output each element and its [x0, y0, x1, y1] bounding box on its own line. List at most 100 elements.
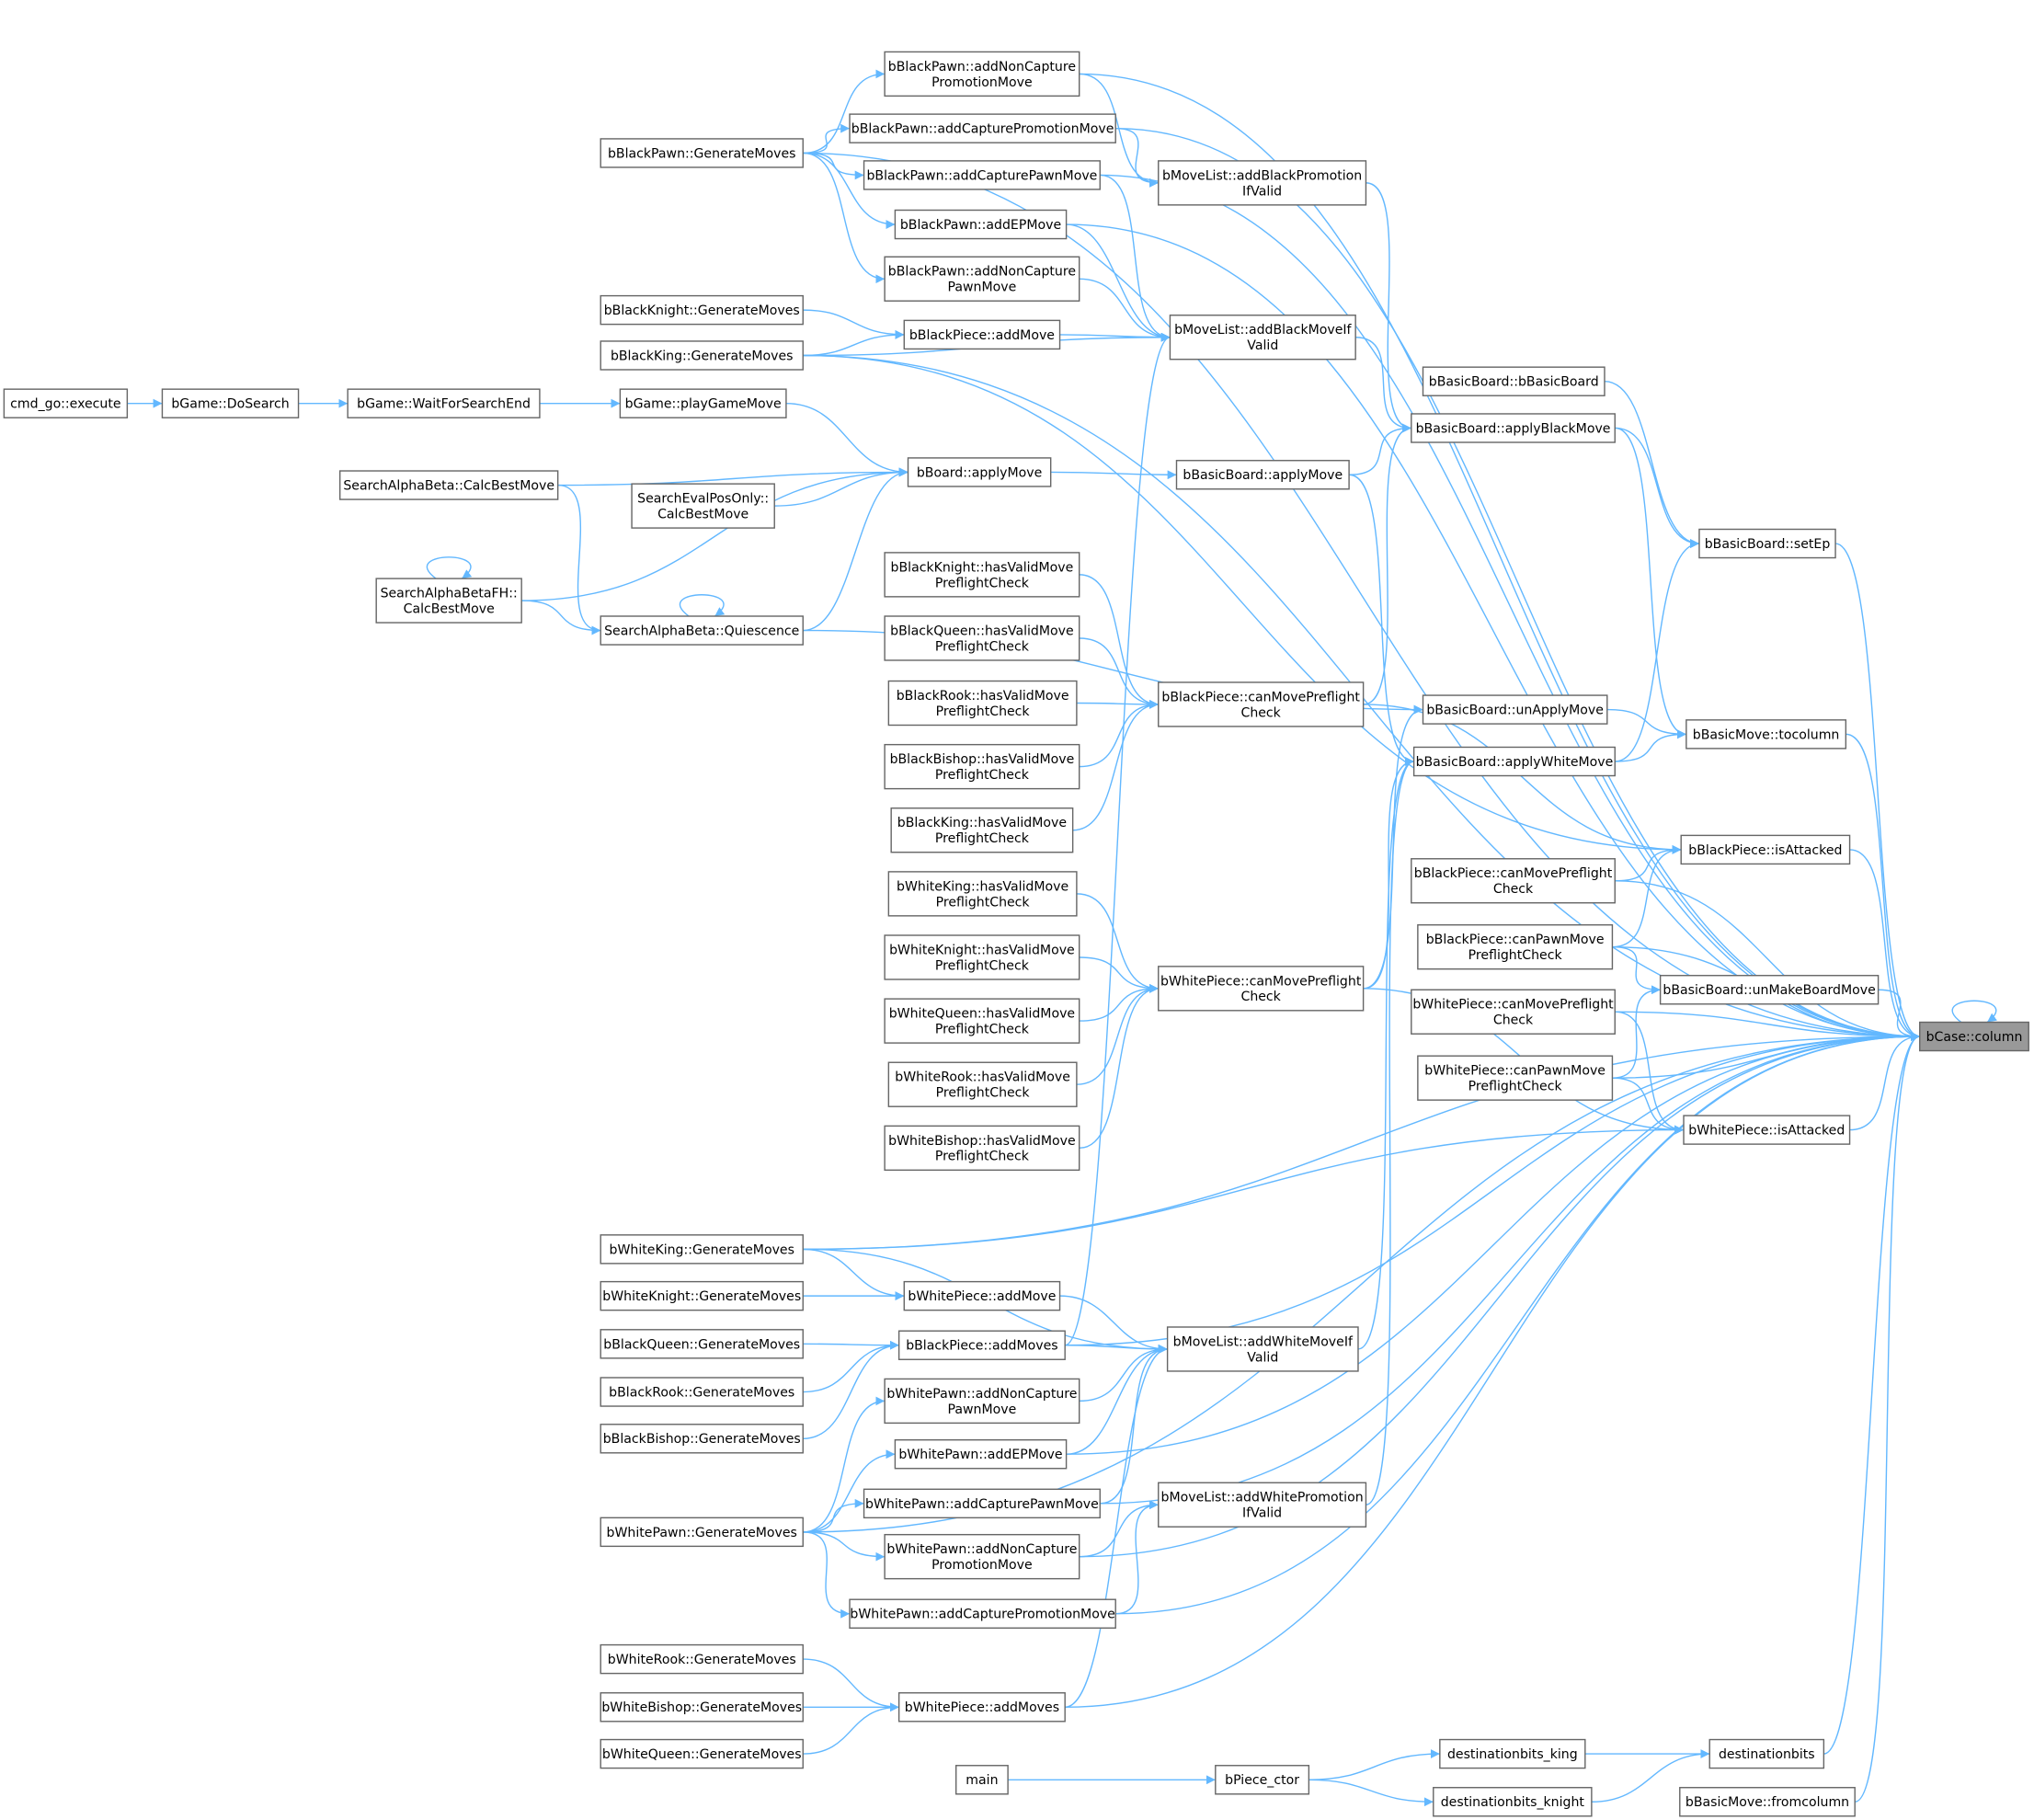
- node-bwhitepawn-addepmove[interactable]: bWhitePawn::addEPMove: [894, 1439, 1068, 1470]
- call-edge: [1115, 1500, 1159, 1615]
- node-destinationbits-king[interactable]: destinationbits_king: [1439, 1738, 1586, 1769]
- node-bwhitebishop-generatemoves[interactable]: bWhiteBishop::GenerateMoves: [600, 1692, 804, 1723]
- call-edge: [1612, 844, 1682, 948]
- node-bwhitepawn-addcapturepromotionmove[interactable]: bWhitePawn::addCapturePromotionMove: [849, 1598, 1116, 1629]
- call-edge: [1076, 983, 1159, 1085]
- node-bbasicmove-tocolumn[interactable]: bBasicMove::tocolumn: [1685, 719, 1847, 750]
- node-bbasicboard-unapplymove[interactable]: bBasicBoard::unApplyMove: [1422, 694, 1608, 725]
- node-label: bGame::playGameMove: [625, 397, 782, 412]
- node-bblackpiece-addmove[interactable]: bBlackPiece::addMove: [903, 319, 1061, 350]
- node-cmd-go-execute[interactable]: cmd_go::execute: [3, 388, 129, 418]
- node-label: bBlackPiece::addMove: [909, 328, 1055, 343]
- node-bblackpawn-addepmove[interactable]: bBlackPawn::addEPMove: [894, 209, 1068, 240]
- node-bboard-applymove[interactable]: bBoard::applyMove: [907, 457, 1052, 487]
- node-bblackpawn-addcapturepawnmove[interactable]: bBlackPawn::addCapturePawnMove: [863, 160, 1101, 190]
- node-label: CalcBestMove: [657, 508, 748, 522]
- call-edge: [803, 329, 905, 357]
- node-bblackpiece-addmoves[interactable]: bBlackPiece::addMoves: [897, 1330, 1066, 1360]
- node-box: [347, 388, 541, 418]
- node-bwhitepawn-addcapturepawnmove[interactable]: bWhitePawn::addCapturePawnMove: [863, 1488, 1101, 1519]
- node-bcase-column[interactable]: bCase::column: [1919, 1021, 2029, 1052]
- node-label: Check: [1241, 705, 1282, 720]
- node-bwhiteknight-generatemoves[interactable]: bWhiteKnight::GenerateMoves: [600, 1280, 804, 1311]
- call-edge: [1115, 127, 1159, 188]
- node-label: bGame::DoSearch: [171, 397, 289, 412]
- node-bbasicboard-applywhitemove[interactable]: bBasicBoard::applyWhiteMove: [1412, 746, 1616, 777]
- node-bwhitepiece-addmove[interactable]: bWhitePiece::addMove: [903, 1280, 1061, 1311]
- node-bpiece-ctor[interactable]: bPiece_ctor: [1215, 1765, 1310, 1795]
- node-bblackqueen-generatemoves[interactable]: bBlackQueen::GenerateMoves: [600, 1329, 804, 1359]
- node-box: [1215, 1765, 1310, 1795]
- node-searchevalposonly-calcbestmove[interactable]: SearchEvalPosOnly::CalcBestMove: [631, 483, 775, 529]
- call-edge: [1615, 880, 1920, 1041]
- node-bwhiteking-generatemoves[interactable]: bWhiteKing::GenerateMoves: [600, 1234, 804, 1265]
- node-bblackrook-generatemoves[interactable]: bBlackRook::GenerateMoves: [600, 1377, 804, 1407]
- node-bgame-playgamemove[interactable]: bGame::playGameMove: [619, 388, 787, 418]
- node-label: bWhiteQueen::GenerateMoves: [602, 1747, 802, 1762]
- node-bwhiterook-generatemoves[interactable]: bWhiteRook::GenerateMoves: [600, 1643, 804, 1675]
- node-bblackking-generatemoves[interactable]: bBlackKing::GenerateMoves: [600, 340, 804, 371]
- node-bwhitepiece-isattacked[interactable]: bWhitePiece::isAttacked: [1683, 1115, 1851, 1145]
- node-destinationbits[interactable]: destinationbits: [1708, 1738, 1825, 1769]
- node-bblackknight-generatemoves[interactable]: bBlackKnight::GenerateMoves: [600, 294, 804, 326]
- node-bwhitequeen-generatemoves[interactable]: bWhiteQueen::GenerateMoves: [600, 1738, 804, 1769]
- node-bblackpawn-addcapturepromotionmove[interactable]: bBlackPawn::addCapturePromotionMove: [849, 113, 1116, 143]
- node-bbasicboard-applyblackmove[interactable]: bBasicBoard::applyBlackMove: [1411, 413, 1616, 443]
- node-bbasicboard-unmakeboardmove[interactable]: bBasicBoard::unMakeBoardMove: [1659, 975, 1880, 1005]
- node-label: bBlackPawn::addCapturePawnMove: [866, 168, 1097, 183]
- call-edge: [1363, 704, 1423, 990]
- node-bblackbishop-generatemoves[interactable]: bBlackBishop::GenerateMoves: [600, 1424, 804, 1454]
- node-label: bCase::column: [1926, 1030, 2023, 1045]
- call-edge: [1615, 1011, 1920, 1041]
- node-searchalphabeta-quiescence[interactable]: SearchAlphaBeta::Quiescence: [600, 615, 804, 646]
- node-searchalphabetafh-calcbestmove[interactable]: SearchAlphaBetaFH::CalcBestMove: [375, 578, 522, 624]
- node-label: Valid: [1247, 1350, 1278, 1365]
- call-edge: [1079, 956, 1159, 993]
- node-bbasicboard-applymove[interactable]: bBasicBoard::applyMove: [1175, 460, 1350, 490]
- node-destinationbits-knight[interactable]: destinationbits_knight: [1433, 1787, 1593, 1817]
- node-label: PreflightCheck: [1468, 1080, 1563, 1094]
- node-label: bWhiteQueen::hasValidMove: [889, 1007, 1075, 1022]
- node-box: [1411, 989, 1616, 1035]
- node-box: [375, 578, 522, 624]
- node-bbasicboard-setep[interactable]: bBasicBoard::setEp: [1698, 528, 1836, 559]
- node-bblackpawn-generatemoves[interactable]: bBlackPawn::GenerateMoves: [600, 138, 804, 168]
- node-bbasicmove-fromcolumn[interactable]: bBasicMove::fromcolumn: [1679, 1787, 1856, 1817]
- node-bblackpiece-isattacked[interactable]: bBlackPiece::isAttacked: [1680, 834, 1851, 865]
- node-bbasicboard-bbasicboard[interactable]: bBasicBoard::bBasicBoard: [1422, 366, 1605, 396]
- node-box: [1698, 528, 1836, 559]
- node-label: PawnMove: [948, 280, 1017, 295]
- node-bgame-dosearch[interactable]: bGame::DoSearch: [161, 388, 300, 418]
- node-main[interactable]: main: [954, 1765, 1009, 1795]
- node-box: [600, 1424, 804, 1454]
- node-label: bWhitePiece::addMove: [908, 1289, 1056, 1304]
- node-bwhitepiece-addmoves[interactable]: bWhitePiece::addMoves: [897, 1692, 1066, 1723]
- node-bwhitepawn-generatemoves[interactable]: bWhitePawn::GenerateMoves: [600, 1517, 804, 1548]
- node-bgame-waitforsearchend[interactable]: bGame::WaitForSearchEnd: [347, 388, 541, 418]
- node-searchalphabeta-calcbestmove[interactable]: SearchAlphaBeta::CalcBestMove: [338, 470, 559, 500]
